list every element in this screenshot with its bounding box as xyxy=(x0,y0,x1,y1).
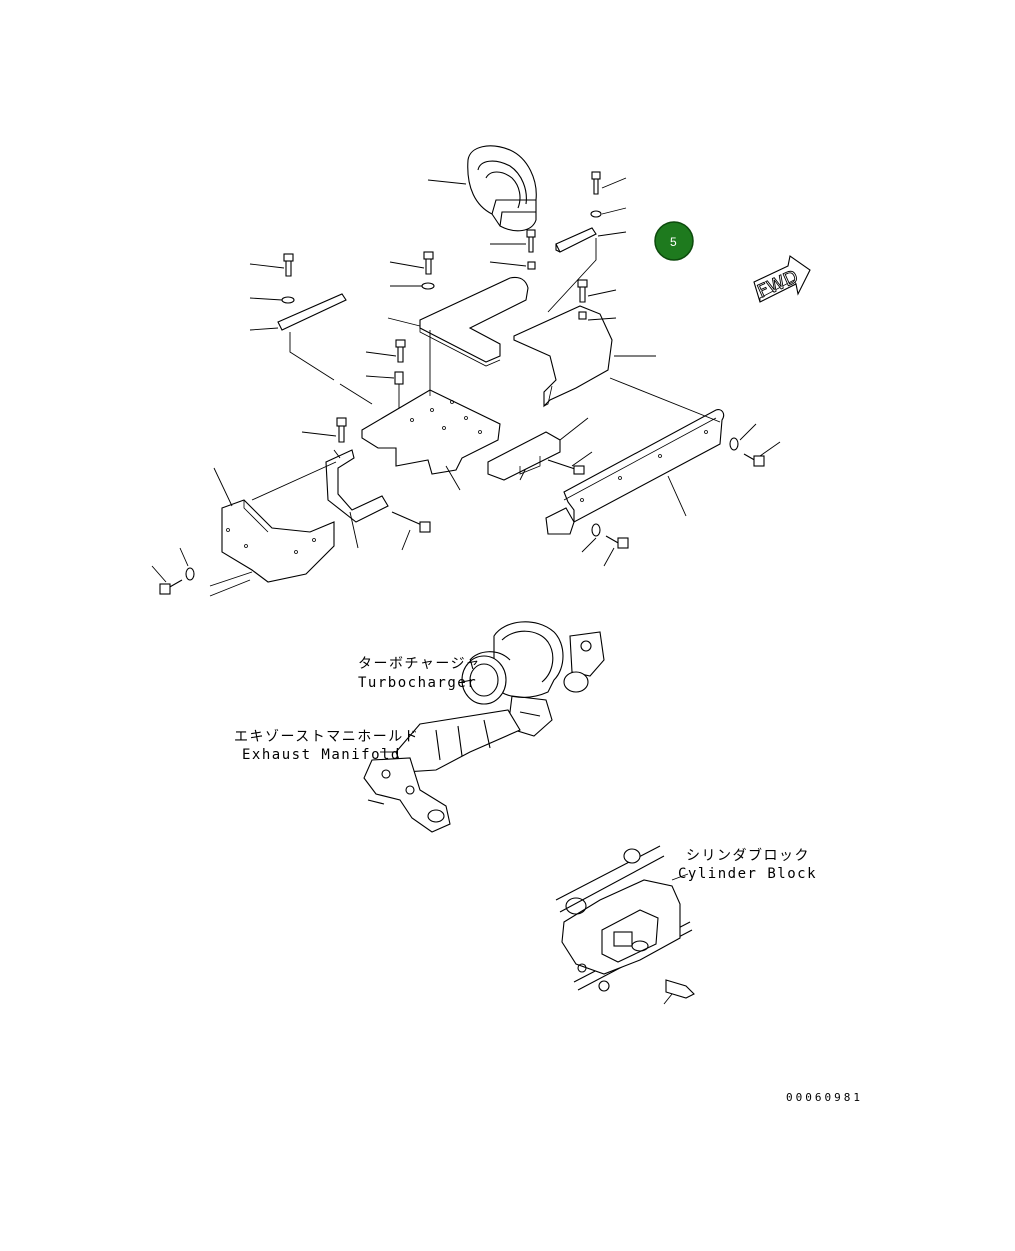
nut-icon xyxy=(489,261,536,270)
bolt-icon xyxy=(389,251,434,275)
l-bracket xyxy=(325,449,389,549)
washer-icon xyxy=(179,547,195,581)
exhaust-manifold-illustration xyxy=(363,709,521,833)
turbocharger-label-en: Turbocharger xyxy=(358,675,477,691)
strap-bracket xyxy=(249,293,373,405)
washer-icon xyxy=(249,296,295,304)
turbo-cover-shield xyxy=(427,145,537,232)
nut-icon xyxy=(578,311,617,321)
cylinder-block-illustration xyxy=(555,845,695,1005)
document-id: 00060981 xyxy=(786,1091,863,1104)
bolt-icon xyxy=(151,565,183,595)
turbocharger-illustration xyxy=(461,621,605,737)
bolt-icon xyxy=(301,417,347,443)
washer-icon xyxy=(390,282,435,290)
bolt-icon xyxy=(391,511,431,551)
bolt-icon xyxy=(743,441,781,467)
small-bracket xyxy=(547,227,627,313)
fwd-arrow: FWD xyxy=(753,255,811,303)
turbocharger-label-jp: ターボチャージャ xyxy=(358,656,481,672)
cylinder-block-label: シリンダブロック Cylinder Block xyxy=(678,847,817,882)
rail-shield xyxy=(519,377,725,535)
block-label-en: Cylinder Block xyxy=(678,866,817,882)
inner-shield xyxy=(487,417,589,481)
exhaust-manifold-label: エキゾーストマニホールド Exhaust Manifold xyxy=(234,729,419,763)
lower-plate xyxy=(361,389,501,491)
block-label-jp: シリンダブロック xyxy=(686,847,810,864)
lower-left-shield xyxy=(209,461,337,597)
bolt-icon xyxy=(490,229,536,253)
callout-badge[interactable]: 5 xyxy=(654,221,694,261)
manifold-label-en: Exhaust Manifold xyxy=(242,747,401,763)
manifold-label-jp: エキゾーストマニホールド xyxy=(234,729,419,745)
turbocharger-label: ターボチャージャ Turbocharger xyxy=(358,656,481,691)
bolt-icon xyxy=(547,451,593,475)
washer-icon xyxy=(581,523,601,553)
bolt-icon xyxy=(249,253,294,277)
washer-icon xyxy=(729,423,757,451)
bolt-icon xyxy=(577,279,617,303)
bolt-icon xyxy=(603,535,629,567)
washer-icon xyxy=(590,207,627,218)
bolt-icon xyxy=(591,171,627,195)
bolt-icon xyxy=(365,339,406,363)
right-shield xyxy=(513,305,656,408)
svg-text:5: 5 xyxy=(670,235,677,249)
upper-plate xyxy=(387,276,529,390)
spacer-icon xyxy=(365,371,404,420)
